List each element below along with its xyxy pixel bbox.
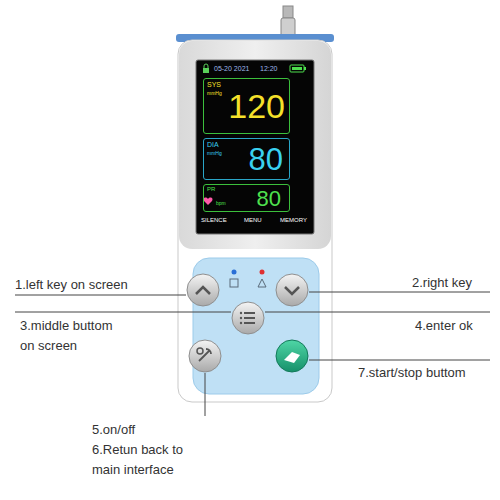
unit-label: mmHg — [207, 151, 222, 157]
cuff-icon — [284, 352, 300, 363]
softkey-label: SILENCE — [201, 217, 227, 224]
connector — [281, 18, 295, 36]
lock-icon — [204, 64, 208, 68]
battery-icon — [304, 67, 306, 70]
pr-value: 80 — [257, 187, 281, 211]
connector — [283, 6, 293, 18]
time-text: 12:20 — [260, 65, 278, 73]
unit-label: mmHg — [207, 91, 222, 97]
screen — [196, 60, 314, 234]
power-key — [189, 340, 221, 372]
sys-label: SYS — [207, 81, 221, 89]
right-key — [285, 287, 299, 294]
middle-key — [232, 302, 264, 334]
right-key — [276, 274, 308, 306]
left-key — [196, 287, 210, 294]
lcd-screen: SYSmmHg120DIAmmHg80PRbpm8005-20 202112:2… — [198, 62, 312, 232]
indicator-icon — [230, 279, 238, 287]
dia-value: 80 — [249, 143, 283, 177]
indicator-light — [260, 270, 265, 275]
indicator-icon — [258, 279, 266, 287]
device-upper — [179, 41, 331, 249]
indicator-light — [232, 270, 237, 275]
menu-icon — [244, 313, 255, 323]
callout-label: 2.right key — [412, 273, 472, 293]
lock-icon — [203, 68, 209, 73]
softkey-label: MENU — [244, 217, 262, 224]
sys-panel: SYS mmHg 120 — [203, 78, 290, 134]
callout-label: 7.start/stop buttom — [358, 363, 466, 383]
callout-label: 5.on/off — [92, 420, 135, 440]
battery-icon — [292, 67, 302, 70]
callout-label: 3.middle buttom on screen — [20, 316, 124, 356]
dia-label: DIA — [207, 141, 219, 149]
power-icon — [197, 348, 203, 354]
device-body — [178, 40, 332, 402]
left-key — [187, 274, 219, 306]
power-icon — [199, 349, 211, 361]
leader-line — [15, 292, 490, 416]
pr-label: PR — [207, 186, 215, 193]
sys-value: 120 — [228, 88, 285, 125]
unit-label: bpm — [216, 201, 226, 207]
pr-panel: PR bpm 80 — [203, 184, 290, 212]
callout-label: 6.Retun back to main interface — [92, 440, 202, 480]
heart-icon — [203, 198, 212, 205]
softkey-label: MEMORY — [280, 217, 307, 224]
date-text: 05-20 2021 — [214, 65, 249, 73]
menu-icon — [240, 312, 242, 324]
callout-label: 1.left key on screen — [15, 275, 128, 295]
callout-label: 4.enter ok — [415, 316, 473, 336]
start-stop-key — [276, 340, 308, 372]
dia-panel: DIA mmHg 80 — [203, 138, 290, 180]
battery-icon — [290, 65, 304, 72]
